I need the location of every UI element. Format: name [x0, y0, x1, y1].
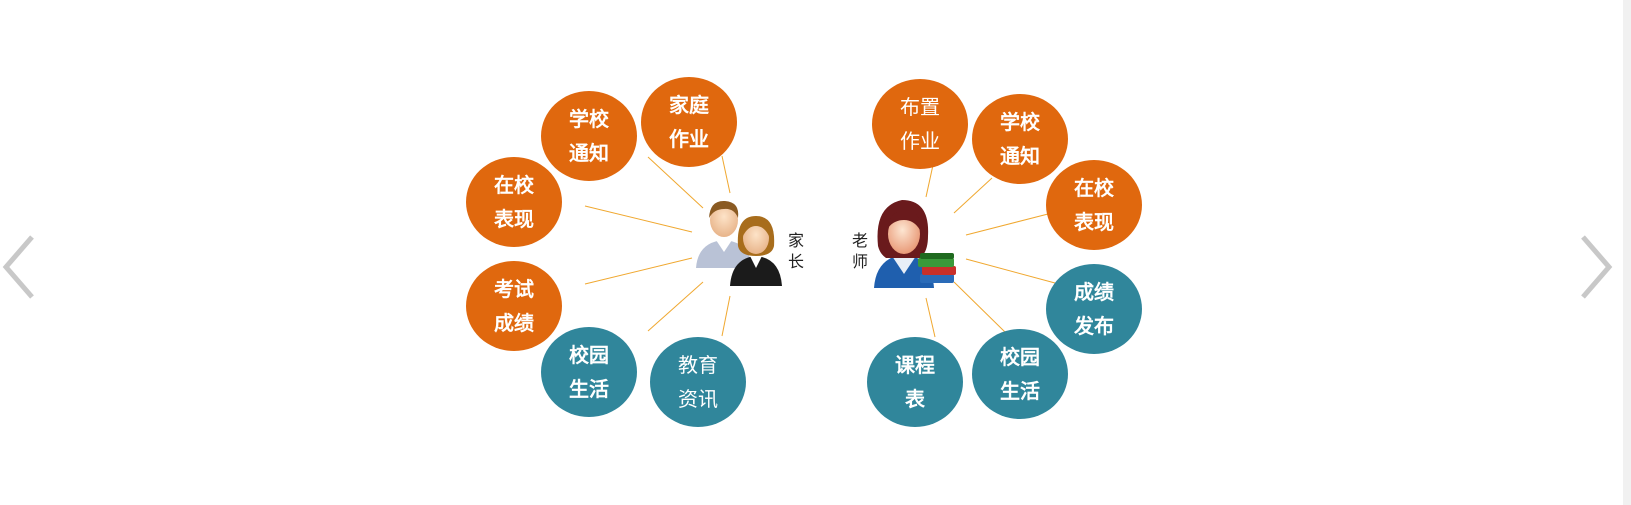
bubble-text-line: 成绩 — [1074, 280, 1114, 304]
bubble-text-line: 布置 — [900, 95, 940, 119]
parent-bubble-exam-scores[interactable]: 考试成绩 — [466, 261, 562, 351]
bubble-text-line: 学校 — [1000, 110, 1040, 134]
chevron-left-icon[interactable] — [0, 232, 40, 302]
teacher-label-char: 师 — [851, 252, 868, 271]
bubble-text-line: 课程 — [895, 353, 935, 377]
connector-line — [721, 155, 731, 194]
chevron-right-icon[interactable] — [1575, 232, 1615, 302]
bubble-text-line: 作业 — [669, 127, 709, 151]
bubble-text-line: 表现 — [1074, 210, 1114, 234]
parent-bubble-education-news[interactable]: 教育资讯 — [650, 337, 746, 427]
parent-bubble-homework[interactable]: 家庭作业 — [641, 77, 737, 167]
connector-line — [925, 297, 936, 338]
connector-line — [721, 295, 731, 337]
teacher-bubble-assign-homework[interactable]: 布置作业 — [872, 79, 968, 169]
parent-bubble-school-notice[interactable]: 学校通知 — [541, 91, 637, 181]
teacher-label-char: 老 — [851, 231, 868, 250]
bubble-text-line: 作业 — [900, 129, 940, 153]
bubble-text-line: 家庭 — [669, 93, 709, 117]
bubble-text-line: 校园 — [1000, 345, 1040, 369]
parent-bubble-campus-life[interactable]: 校园生活 — [541, 327, 637, 417]
parent-label: 家 长 — [786, 230, 806, 272]
page-scrollbar[interactable] — [1623, 0, 1631, 505]
connector-line — [647, 281, 704, 332]
bubble-text-line: 表现 — [494, 207, 534, 231]
connector-line — [953, 281, 1007, 334]
bubble-text-line: 通知 — [1000, 144, 1040, 168]
connector-line — [965, 258, 1056, 284]
teacher-bubble-publish-scores[interactable]: 成绩发布 — [1046, 264, 1142, 354]
bubble-text-line: 生活 — [1000, 379, 1040, 403]
parent-label-char: 家 — [787, 231, 804, 250]
connector-line — [647, 156, 704, 209]
teacher-bubble-school-performance[interactable]: 在校表现 — [1046, 160, 1142, 250]
teacher-bubble-timetable[interactable]: 课程表 — [867, 337, 963, 427]
bubble-text-line: 通知 — [569, 141, 609, 165]
parents-icon — [694, 196, 784, 288]
bubble-text-line: 生活 — [569, 377, 609, 401]
teacher-label: 老 师 — [850, 230, 870, 272]
teacher-bubble-school-notice[interactable]: 学校通知 — [972, 94, 1068, 184]
connector-line — [965, 213, 1049, 236]
connector-line — [584, 257, 693, 285]
bubble-text-line: 资讯 — [678, 387, 718, 411]
bubble-text-line: 在校 — [1074, 176, 1114, 200]
bubble-text-line: 成绩 — [494, 311, 534, 335]
bubble-text-line: 学校 — [569, 107, 609, 131]
bubble-text-line: 教育 — [678, 353, 718, 377]
parent-bubble-school-performance[interactable]: 在校表现 — [466, 157, 562, 247]
connector-line — [584, 205, 693, 233]
parent-label-char: 长 — [787, 252, 804, 271]
bubble-text-line: 表 — [905, 387, 925, 411]
bubble-text-line: 考试 — [494, 277, 534, 301]
teacher-bubble-campus-life[interactable]: 校园生活 — [972, 329, 1068, 419]
bubble-text-line: 在校 — [494, 173, 534, 197]
connector-line — [925, 164, 934, 198]
bubble-text-line: 发布 — [1074, 314, 1114, 338]
teacher-icon — [870, 196, 962, 294]
connector-line — [953, 177, 993, 214]
bubble-text-line: 校园 — [569, 343, 609, 367]
